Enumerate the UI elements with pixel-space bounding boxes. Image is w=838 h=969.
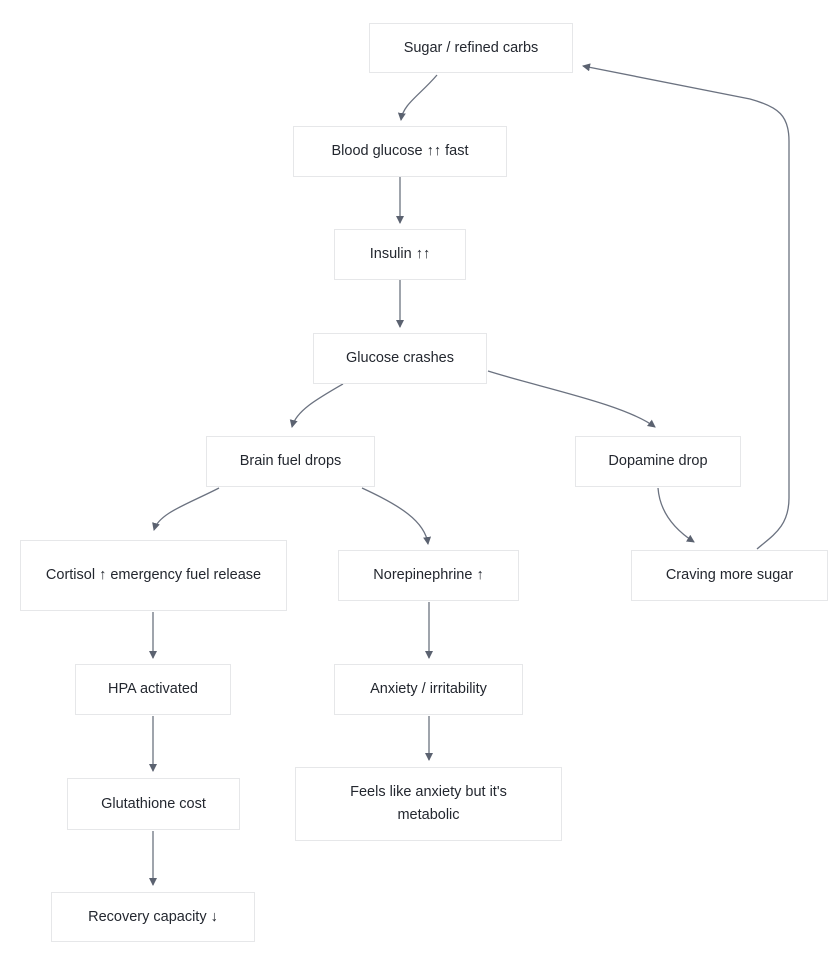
node-feels-like-anxiety: Feels like anxiety but it's metabolic: [295, 767, 562, 841]
edge-sugar-to-blood-glucose: [397, 74, 438, 121]
node-glutathione-cost: Glutathione cost: [67, 778, 240, 830]
node-anxiety-irritability: Anxiety / irritability: [334, 664, 523, 715]
node-sugar-refined-carbs: Sugar / refined carbs: [369, 23, 573, 73]
edge-glucose-crashes-to-dopamine-drop: [487, 370, 656, 428]
edge-glucose-crashes-to-brain-fuel-drops: [289, 383, 344, 428]
node-cortisol: Cortisol ↑ emergency fuel release: [20, 540, 287, 611]
node-craving-more-sugar: Craving more sugar: [631, 550, 828, 601]
edge-brain-fuel-drops-to-cortisol: [152, 487, 220, 531]
node-insulin: Insulin ↑↑: [334, 229, 466, 280]
node-recovery-capacity: Recovery capacity ↓: [51, 892, 255, 942]
edge-dopamine-drop-to-craving: [657, 487, 695, 543]
node-hpa-activated: HPA activated: [75, 664, 231, 715]
edge-brain-fuel-drops-to-norepinephrine: [361, 487, 432, 545]
node-blood-glucose: Blood glucose ↑↑ fast: [293, 126, 507, 177]
node-glucose-crashes: Glucose crashes: [313, 333, 487, 384]
node-brain-fuel-drops: Brain fuel drops: [206, 436, 375, 487]
node-dopamine-drop: Dopamine drop: [575, 436, 741, 487]
node-norepinephrine: Norepinephrine ↑: [338, 550, 519, 601]
